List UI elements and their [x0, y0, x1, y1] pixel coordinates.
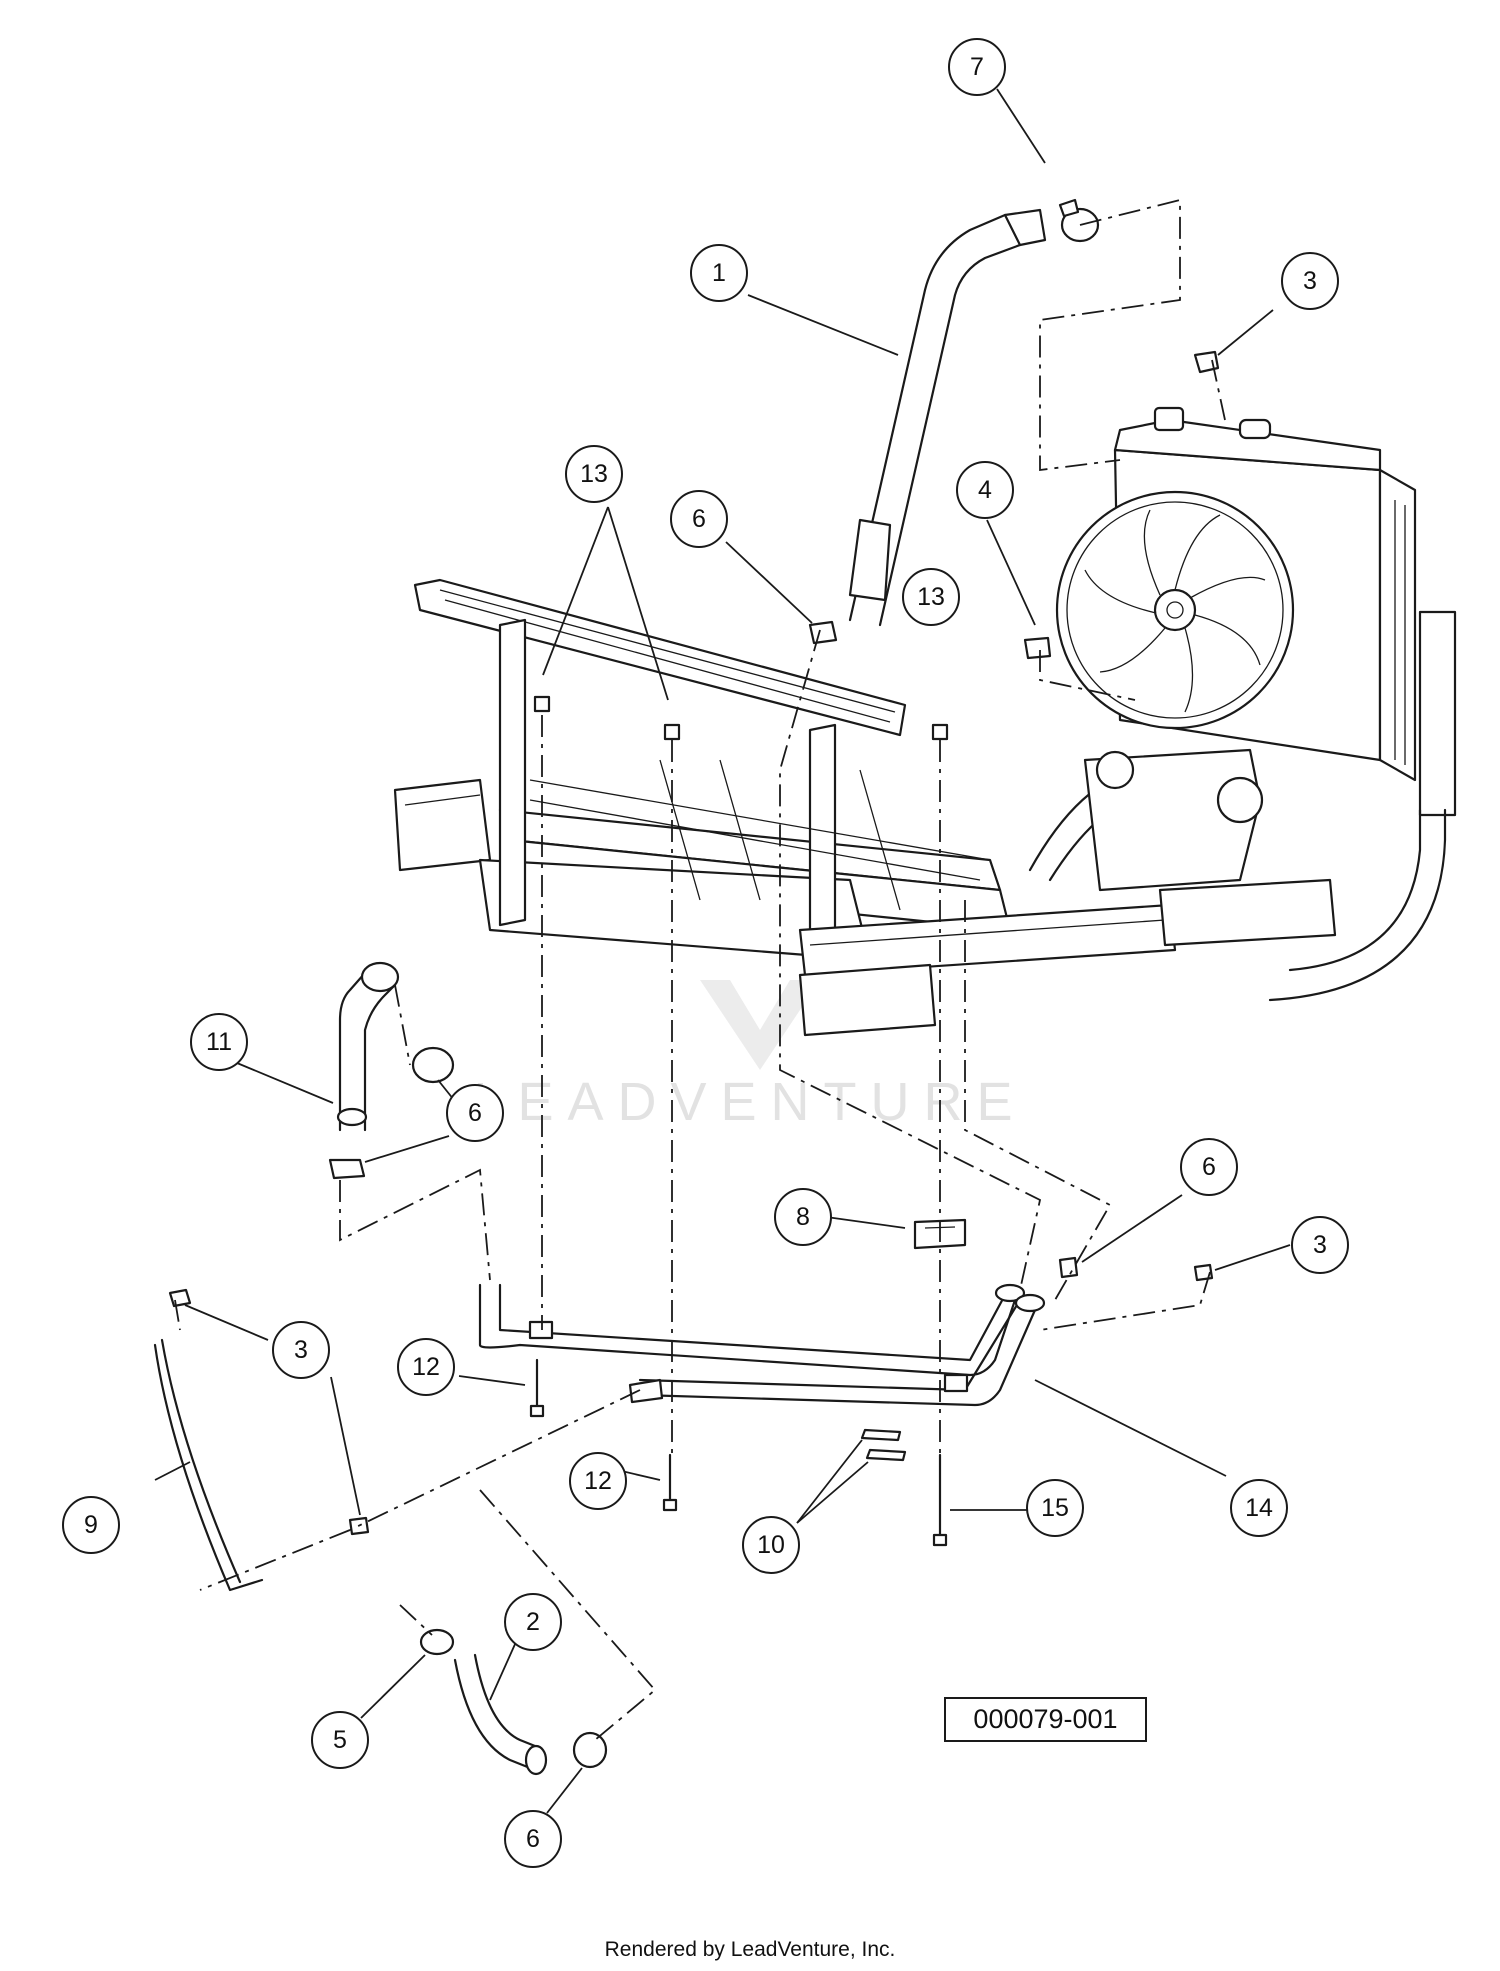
svg-text:12: 12: [584, 1467, 612, 1495]
svg-text:4: 4: [978, 476, 992, 504]
hose-clamp-4: [1023, 636, 1052, 660]
svg-text:6: 6: [526, 1825, 540, 1853]
assembly-lines: [174, 198, 1226, 1741]
callout-3: 3: [1291, 1216, 1349, 1274]
callout-12: 12: [397, 1338, 455, 1396]
svg-text:6: 6: [692, 505, 706, 533]
callout-4: 4: [956, 461, 1014, 519]
callout-10: 10: [742, 1516, 800, 1574]
callout-1: 1: [690, 244, 748, 302]
radiator-assembly: [1028, 406, 1457, 1002]
coolant-pipe-assembly-14: [478, 1256, 1214, 1407]
callout-13: 13: [565, 445, 623, 503]
svg-text:10: 10: [757, 1531, 785, 1559]
svg-text:13: 13: [580, 460, 608, 488]
callout-3: 3: [1281, 252, 1339, 310]
callout-8: 8: [774, 1188, 832, 1246]
callout-9: 9: [62, 1496, 120, 1554]
svg-text:6: 6: [468, 1099, 482, 1127]
diagram-id-label: 000079-001: [944, 1697, 1147, 1742]
callout-15: 15: [1026, 1479, 1084, 1537]
svg-text:15: 15: [1041, 1494, 1069, 1522]
svg-text:3: 3: [1313, 1231, 1327, 1259]
callout-6: 6: [670, 490, 728, 548]
callout-13: 13: [902, 568, 960, 626]
callout-5: 5: [311, 1711, 369, 1769]
callout-7: 7: [948, 38, 1006, 96]
svg-text:3: 3: [1303, 267, 1317, 295]
svg-text:14: 14: [1245, 1494, 1273, 1522]
nut-13: [533, 695, 949, 741]
callout-3: 3: [272, 1321, 330, 1379]
hose-clamp-3-top: [1193, 350, 1220, 374]
footer-credit: Rendered by LeadVenture, Inc.: [604, 1938, 896, 1961]
watermark: LEADVENTURE: [473, 980, 1026, 1132]
callout-6: 6: [1180, 1138, 1238, 1196]
svg-text:6: 6: [1202, 1153, 1216, 1181]
svg-text:1: 1: [712, 259, 726, 287]
callout-11: 11: [190, 1013, 248, 1071]
callout-2: 2: [504, 1593, 562, 1651]
callouts: 7 1 3 13 6 13 4 11 6 6 8 3 3 12 12 14 9 …: [62, 38, 1349, 1868]
callout-12: 12: [569, 1452, 627, 1510]
svg-text:5: 5: [333, 1726, 347, 1754]
hose-clamp-6-lower: [572, 1731, 608, 1769]
svg-text:11: 11: [206, 1028, 232, 1056]
svg-text:8: 8: [796, 1203, 810, 1231]
svg-text:12: 12: [412, 1353, 440, 1381]
hose-part-2: [453, 1653, 548, 1776]
upper-hose-part-1: [848, 208, 1047, 627]
callout-6: 6: [446, 1084, 504, 1142]
hose-clamp-6-upper: [808, 620, 838, 645]
watermark-text: LEADVENTURE: [473, 1072, 1026, 1132]
callout-14: 14: [1230, 1479, 1288, 1537]
svg-text:3: 3: [294, 1336, 308, 1364]
callout-6: 6: [504, 1810, 562, 1868]
bolt-12: [529, 1358, 678, 1512]
svg-text:9: 9: [84, 1511, 98, 1539]
frame-assembly: [393, 578, 1337, 1037]
hose-part-11: [328, 961, 455, 1180]
shims-part-10: [860, 1428, 907, 1462]
hose-part-9: [153, 1288, 370, 1592]
svg-text:2: 2: [526, 1608, 540, 1636]
hose-clamp-7: [1058, 198, 1100, 243]
svg-text:13: 13: [917, 583, 945, 611]
hose-clamp-5: [419, 1628, 455, 1656]
bolt-15: [932, 1453, 948, 1547]
svg-text:7: 7: [970, 53, 984, 81]
